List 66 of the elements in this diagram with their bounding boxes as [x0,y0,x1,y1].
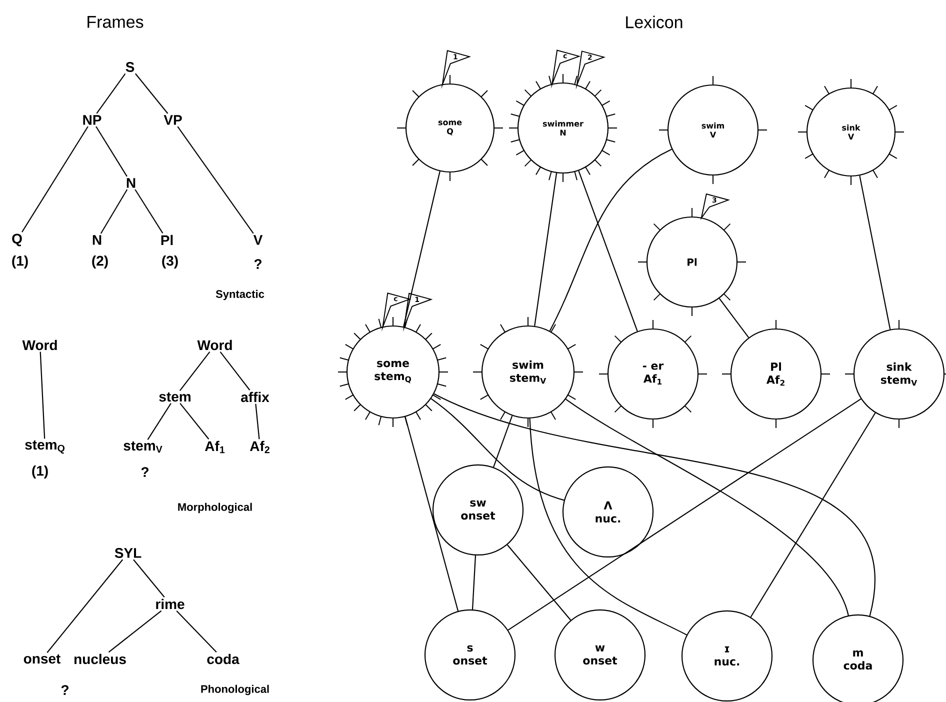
connector-line [100,189,128,234]
tree-label: stem$_{V}$ [124,441,162,453]
connector-line [508,398,862,630]
connector-line [179,352,210,391]
connector-line [529,418,687,636]
tree-label: Word [197,340,232,350]
connector-line [434,393,876,616]
tree-label: Word [22,340,57,350]
connector-line [147,403,172,440]
frame-type-label: Syntactic [216,290,264,300]
tree-label: Af$_{2}$ [250,440,270,454]
tree-label: N [92,235,102,245]
node-annotation: (1) [12,255,28,268]
tree-label: rime [156,598,184,610]
tree-label: coda [207,654,240,664]
connector-line [404,416,459,612]
connector-line [403,171,440,327]
connector-line [549,148,672,332]
connector-line [718,298,750,338]
connector-line [534,173,558,326]
connector-line [46,559,124,653]
connector-line [506,544,572,620]
connector-line [133,559,165,598]
node-annotation: (1) [32,465,48,478]
connector-line [177,126,254,234]
tree-label: onset [24,654,60,664]
tree-label: VP [164,115,182,125]
connector-line [578,170,638,332]
node-annotation: ? [254,259,262,269]
connector-line [220,352,250,390]
connector-line [108,610,162,653]
tree-label: SYL [114,548,142,558]
tree-label: Pl [161,234,173,246]
node-annotation: ? [61,685,68,695]
tree-label: stem$_{Q}$ [25,440,64,454]
connector-line [859,176,891,330]
tree-label: affix [241,392,270,402]
node-annotation: ? [141,467,148,477]
node-annotation: (2) [92,255,108,268]
tree-label: stem [159,392,190,402]
connector-line [176,610,217,653]
frame-type-label: Phonological [201,684,269,696]
connector-line [96,126,128,177]
connector-line [96,73,126,114]
tree-label: V [253,235,263,245]
connector-line [430,398,564,501]
connector-line [22,126,88,232]
tree-label: N [126,178,136,188]
node-annotation: (3) [162,255,178,268]
section-heading: Lexicon [626,16,682,28]
connector-line [750,412,876,618]
tree-label: Q [12,234,22,246]
connector-line [472,555,476,610]
tree-label: nucleus [74,654,126,664]
connector-line [565,398,849,616]
tree-label: Af$_{1}$ [205,440,225,454]
connector-line [134,189,164,234]
connector-line [134,73,168,114]
tree-label: S [126,62,134,72]
tree-label: NP [83,115,102,125]
connector-line [255,404,260,440]
frame-type-label: Morphological [178,502,252,514]
section-heading: Frames [88,16,144,28]
connector-line [180,402,210,440]
connector-line [40,352,46,439]
connector-line [493,416,513,468]
